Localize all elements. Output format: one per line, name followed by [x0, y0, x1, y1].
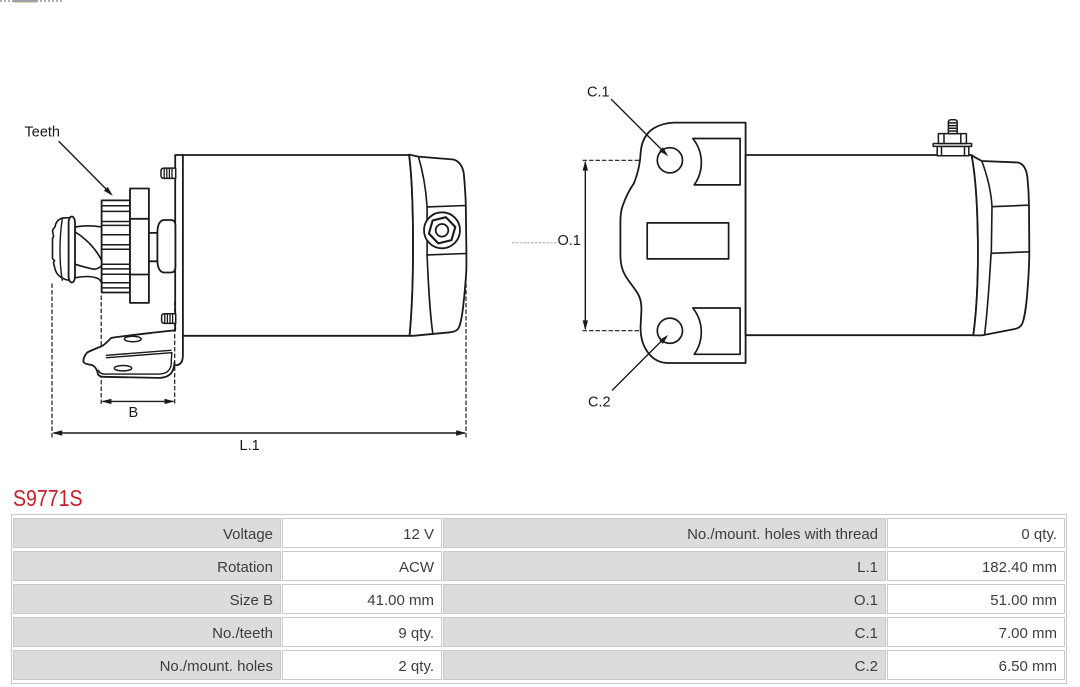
svg-text:O.1: O.1 [558, 233, 581, 249]
svg-text:L.1: L.1 [240, 438, 260, 454]
svg-text:B: B [129, 405, 139, 421]
svg-text:C.2: C.2 [588, 395, 611, 411]
svg-text:Teeth: Teeth [25, 125, 60, 141]
svg-text:C.1: C.1 [587, 85, 610, 101]
